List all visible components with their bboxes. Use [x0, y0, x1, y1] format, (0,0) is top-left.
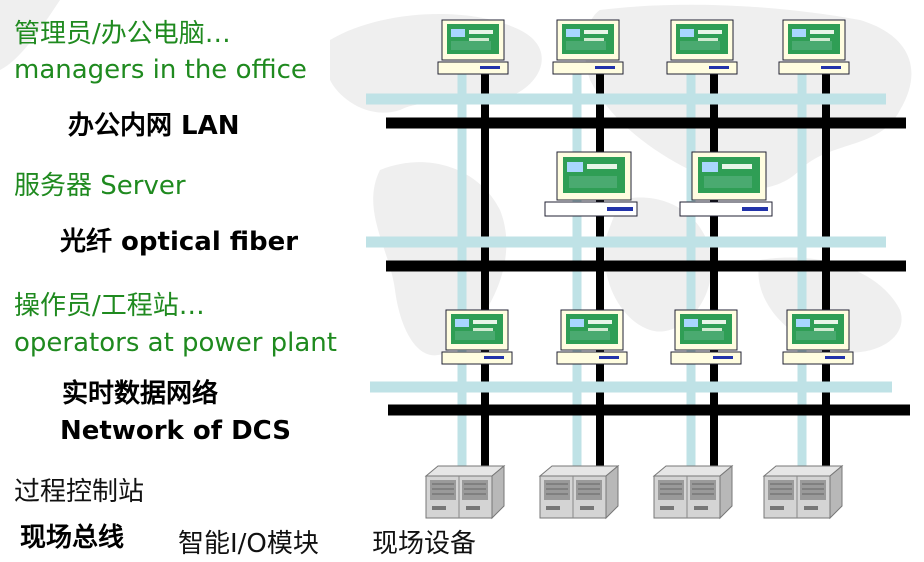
operators-label-cn: 操作员/工程站… [14, 291, 205, 321]
network-buses [386, 117, 910, 416]
realtime-network-label-en: Network of DCS [60, 416, 291, 446]
server-label: 服务器 Server [14, 171, 186, 201]
control-cabinet-icon [425, 465, 843, 519]
office-lan-label: 办公内网 LAN [68, 111, 240, 141]
smart-io-label: 智能I/O模块 [178, 529, 319, 559]
managers-label-en: managers in the office [14, 55, 307, 85]
process-station-label: 过程控制站 [14, 477, 145, 507]
fiber-buses [366, 93, 892, 393]
realtime-network-label-cn: 实时数据网络 [62, 379, 219, 409]
field-devices-label: 现场设备 [372, 529, 477, 559]
managers-label-cn: 管理员/办公电脑… [14, 19, 231, 49]
fieldbus-label: 现场总线 [20, 523, 125, 553]
optical-fiber-label: 光纤 optical fiber [60, 227, 299, 257]
operators-label-en: operators at power plant [14, 328, 337, 358]
